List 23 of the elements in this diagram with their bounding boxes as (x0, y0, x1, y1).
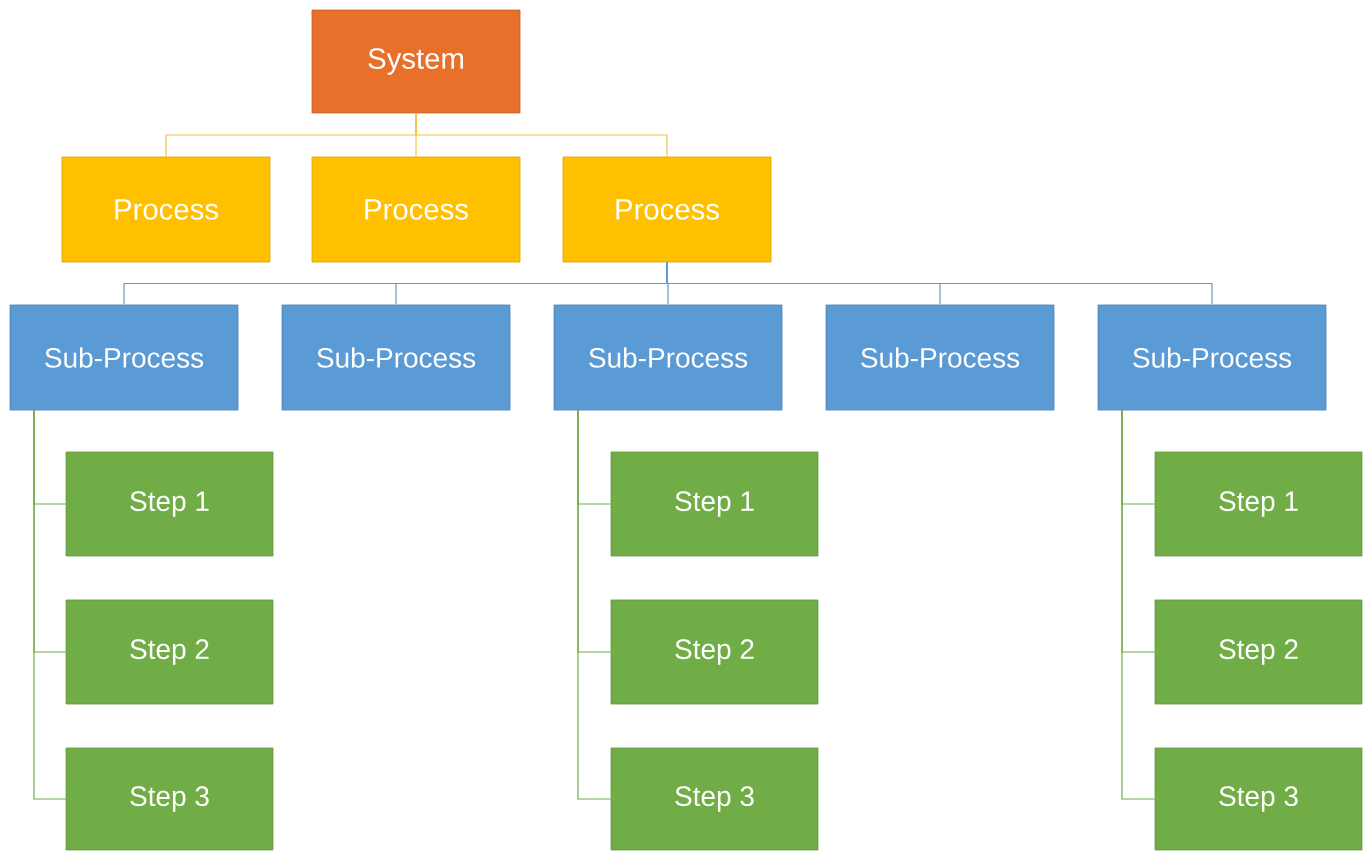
connector-line (577, 409, 612, 800)
step-box: Step 3 (610, 747, 819, 851)
step-box: Step 2 (610, 599, 819, 705)
process-box: Process (61, 156, 271, 263)
sub-process-box: Sub-Process (825, 304, 1055, 411)
step-box: Step 2 (65, 599, 274, 705)
step-box: Step 1 (65, 451, 274, 557)
process-box: Process (311, 156, 521, 263)
sub-process-box: Sub-Process (553, 304, 783, 411)
sub-process-box: Sub-Process (9, 304, 239, 411)
connector-line (33, 409, 67, 800)
sub-process-box: Sub-Process (1097, 304, 1327, 411)
connector-line (1121, 409, 1156, 800)
step-box: Step 3 (1154, 747, 1363, 851)
step-box: Step 3 (65, 747, 274, 851)
process-box: Process (562, 156, 772, 263)
connector-line (666, 261, 1213, 306)
step-box: Step 1 (610, 451, 819, 557)
step-box: Step 2 (1154, 599, 1363, 705)
sub-process-box: Sub-Process (281, 304, 511, 411)
system-box: System (311, 9, 521, 114)
connector-line (415, 112, 668, 158)
step-box: Step 1 (1154, 451, 1363, 557)
